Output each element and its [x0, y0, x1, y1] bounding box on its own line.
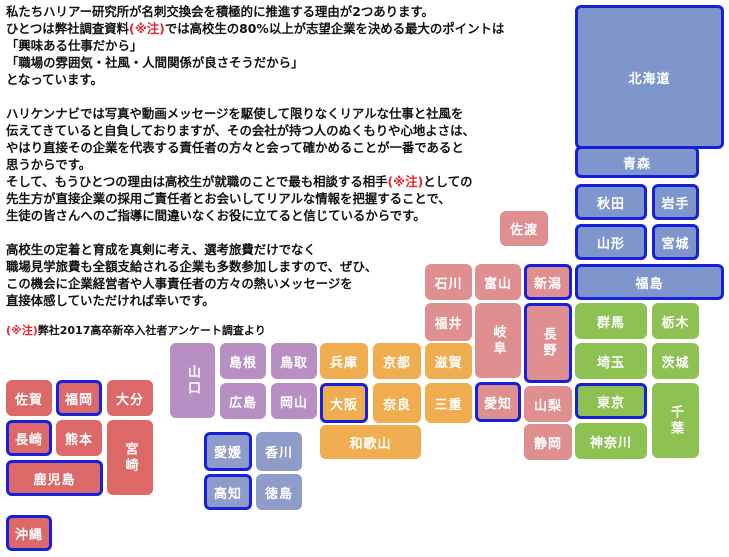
pref-tokyo[interactable]: 東京 [575, 383, 647, 419]
pref-fukui[interactable]: 福井 [425, 303, 472, 341]
pref-miyagi[interactable]: 宮城 [652, 224, 699, 260]
pref-okayama[interactable]: 岡山 [271, 383, 317, 419]
pref-tottori[interactable]: 鳥取 [271, 343, 317, 379]
pref-tokushima[interactable]: 徳島 [256, 474, 302, 510]
pref-osaka[interactable]: 大阪 [320, 383, 368, 423]
pref-iwate[interactable]: 岩手 [652, 184, 699, 220]
pref-ehime[interactable]: 愛媛 [204, 432, 252, 471]
pref-gunma[interactable]: 群馬 [575, 303, 647, 339]
pref-fukushima[interactable]: 福島 [575, 264, 724, 300]
pref-ibaraki[interactable]: 茨城 [652, 343, 699, 379]
pref-toyama[interactable]: 富山 [475, 264, 521, 300]
pref-sado[interactable]: 佐渡 [500, 211, 548, 246]
pref-akita[interactable]: 秋田 [575, 184, 647, 220]
pref-miyazaki[interactable]: 宮崎 [107, 420, 153, 495]
pref-shiga[interactable]: 滋賀 [425, 343, 472, 379]
pref-yamaguchi[interactable]: 山口 [170, 343, 215, 418]
pref-nagasaki[interactable]: 長崎 [6, 420, 52, 456]
footnote: (※注)弊社2017高卒新卒入社者アンケート調査より [6, 322, 266, 338]
pref-chiba[interactable]: 千葉 [652, 383, 699, 458]
pref-aomori[interactable]: 青森 [575, 146, 699, 178]
intro-part-2: では高校生の80%以上が志望企業を決める最大のポイントは 「興味ある仕事だから」… [6, 21, 505, 189]
pref-kumamoto[interactable]: 熊本 [56, 420, 102, 456]
pref-yamagata[interactable]: 山形 [575, 224, 647, 260]
pref-kyoto[interactable]: 京都 [373, 343, 421, 379]
pref-mie[interactable]: 三重 [425, 383, 472, 423]
intro-note-1: (※注) [129, 21, 165, 36]
pref-yamanashi[interactable]: 山梨 [524, 386, 572, 422]
pref-wakayama[interactable]: 和歌山 [320, 425, 421, 459]
pref-okinawa[interactable]: 沖縄 [6, 515, 52, 551]
pref-hiroshima[interactable]: 広島 [220, 383, 266, 419]
pref-saitama[interactable]: 埼玉 [575, 343, 647, 379]
pref-kochi[interactable]: 高知 [204, 474, 252, 510]
pref-aichi[interactable]: 愛知 [475, 382, 521, 422]
pref-hyogo[interactable]: 兵庫 [320, 343, 368, 379]
intro-part-3: としての 先生方が直接企業の採用ご責任者とお会いしてリアルな情報を把握することで… [6, 174, 473, 308]
pref-kagawa[interactable]: 香川 [256, 432, 302, 471]
pref-saga[interactable]: 佐賀 [6, 380, 52, 416]
pref-fukuoka[interactable]: 福岡 [56, 380, 102, 416]
pref-tochigi[interactable]: 栃木 [652, 303, 699, 339]
pref-hokkaido[interactable]: 北海道 [575, 5, 724, 149]
footnote-text: 弊社2017高卒新卒入社者アンケート調査より [37, 324, 266, 337]
pref-shizuoka[interactable]: 静岡 [524, 424, 572, 460]
pref-shimane[interactable]: 島根 [220, 343, 266, 379]
intro-part-1: 私たちハリアー研究所が名刺交換会を積極的に推進する理由が2つあります。 ひとつは… [6, 4, 434, 36]
pref-oita[interactable]: 大分 [107, 380, 153, 416]
pref-niigata[interactable]: 新潟 [524, 264, 572, 300]
pref-nara[interactable]: 奈良 [373, 383, 421, 423]
footnote-mark: (※注) [6, 324, 38, 337]
pref-kagoshima[interactable]: 鹿児島 [6, 460, 103, 496]
pref-nagano[interactable]: 長野 [524, 303, 572, 383]
pref-gifu[interactable]: 岐阜 [475, 303, 521, 378]
intro-note-2: (※注) [387, 174, 424, 189]
pref-kanagawa[interactable]: 神奈川 [575, 423, 647, 459]
pref-ishikawa[interactable]: 石川 [425, 264, 472, 300]
intro-text: 私たちハリアー研究所が名刺交換会を積極的に推進する理由が2つあります。 ひとつは… [6, 3, 586, 309]
